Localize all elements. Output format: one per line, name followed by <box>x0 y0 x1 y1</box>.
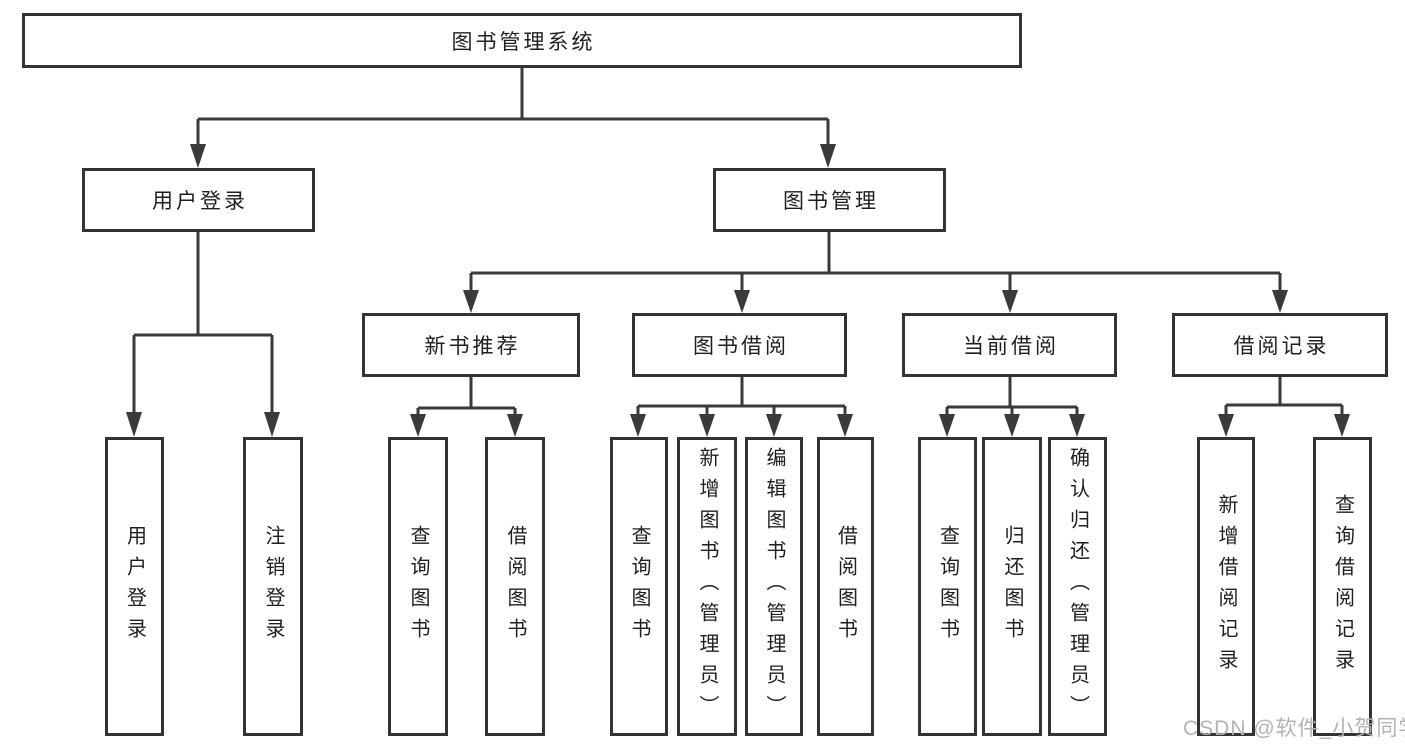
leaf-add-book-label: 新增图书（管理员） <box>696 447 718 726</box>
arrowhead-icon <box>264 412 280 437</box>
arrowhead-icon <box>1002 290 1018 313</box>
node-book-mgmt-label: 图书管理 <box>783 190 879 213</box>
arrowhead-icon <box>699 414 715 437</box>
node-user-login-label: 用户登录 <box>152 190 248 213</box>
leaf-query-book-current: 查询图书 <box>918 437 977 736</box>
leaf-confirm-return: 确认归还（管理员） <box>1048 437 1107 736</box>
leaf-return-book: 归还图书 <box>982 437 1042 736</box>
leaf-logout-label: 注销登录 <box>262 524 284 649</box>
node-book-borrow-label: 图书借阅 <box>693 335 789 358</box>
arrowhead-icon <box>1272 290 1288 313</box>
connector-user-login <box>132 232 274 414</box>
leaf-user-login-label: 用户登录 <box>123 524 146 649</box>
arrowhead-icon <box>507 414 523 437</box>
leaf-query-book-borrow-label: 查询图书 <box>628 524 650 649</box>
leaf-query-borrow-record-label: 查询借阅记录 <box>1331 493 1354 680</box>
leaf-borrow-book-label: 借阅图书 <box>834 524 857 649</box>
leaf-logout: 注销登录 <box>243 437 303 736</box>
arrowhead-icon <box>734 290 750 313</box>
leaf-add-borrow-record-label: 新增借阅记录 <box>1215 493 1237 680</box>
connector-current-borrow <box>945 377 1079 416</box>
leaf-query-book-rec-label: 查询图书 <box>407 524 429 649</box>
arrowhead-icon <box>766 414 782 437</box>
leaf-borrow-book-rec: 借阅图书 <box>485 437 545 736</box>
arrowhead-icon <box>126 412 142 437</box>
leaf-return-book-label: 归还图书 <box>1001 524 1023 649</box>
leaf-borrow-book: 借阅图书 <box>817 437 874 736</box>
node-new-book-rec-label: 新书推荐 <box>424 335 521 358</box>
leaf-confirm-return-label: 确认归还（管理员） <box>1066 447 1089 726</box>
connector-book-mgmt <box>469 232 1282 292</box>
leaf-edit-book: 编辑图书（管理员） <box>745 437 803 736</box>
node-current-borrow-label: 当前借阅 <box>963 335 1059 358</box>
connector-borrow-records <box>1224 377 1344 416</box>
node-book-mgmt: 图书管理 <box>713 168 946 232</box>
leaf-user-login: 用户登录 <box>105 437 164 736</box>
leaf-edit-book-label: 编辑图书（管理员） <box>763 447 785 726</box>
arrowhead-icon <box>1069 414 1085 437</box>
node-user-login: 用户登录 <box>82 168 315 232</box>
node-root-label: 图书管理系统 <box>451 30 596 54</box>
arrowhead-icon <box>190 144 206 168</box>
connector-new-book-rec <box>416 377 517 416</box>
arrowhead-icon <box>630 414 646 437</box>
leaf-query-book-borrow: 查询图书 <box>610 437 668 736</box>
leaf-add-borrow-record: 新增借阅记录 <box>1197 437 1255 736</box>
leaf-query-book-rec: 查询图书 <box>388 437 448 736</box>
node-borrow-records-label: 借阅记录 <box>1233 335 1330 358</box>
leaf-query-book-current-label: 查询图书 <box>936 524 959 649</box>
csdn-watermark: CSDN @软件_小贺同学 <box>1183 717 1405 740</box>
node-root: 图书管理系统 <box>22 13 1022 68</box>
connector-root <box>196 68 830 146</box>
arrowhead-icon <box>837 414 853 437</box>
arrowhead-icon <box>410 414 426 437</box>
node-current-borrow: 当前借阅 <box>902 313 1117 377</box>
leaf-borrow-book-rec-label: 借阅图书 <box>504 524 526 649</box>
arrowhead-icon <box>463 290 479 313</box>
arrowhead-icon <box>1004 414 1020 437</box>
leaf-query-borrow-record: 查询借阅记录 <box>1313 437 1372 736</box>
node-book-borrow: 图书借阅 <box>632 313 847 377</box>
arrowhead-icon <box>1218 414 1234 437</box>
node-new-book-rec: 新书推荐 <box>362 313 580 377</box>
node-borrow-records: 借阅记录 <box>1172 313 1388 377</box>
arrowhead-icon <box>939 414 955 437</box>
leaf-add-book: 新增图书（管理员） <box>677 437 737 736</box>
arrowhead-icon <box>820 144 836 168</box>
connector-book-borrow <box>636 377 847 416</box>
arrowhead-icon <box>1334 414 1350 437</box>
